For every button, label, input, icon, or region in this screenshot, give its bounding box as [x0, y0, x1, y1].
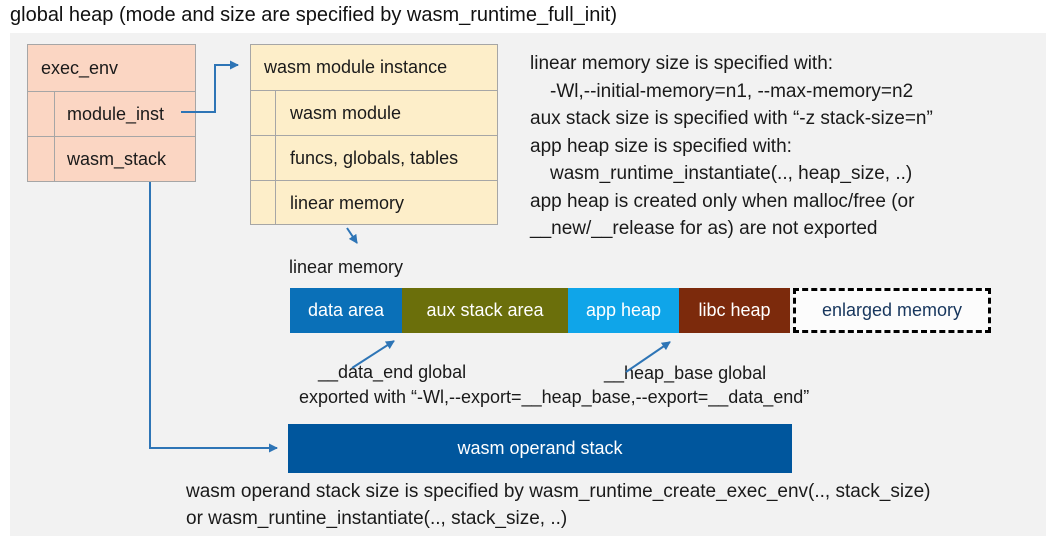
note-line: wasm operand stack size is specified by … — [186, 481, 931, 502]
exec-env-box: exec_env module_inst wasm_stack — [27, 44, 196, 182]
module-instance-box: wasm module instance wasm module funcs, … — [250, 44, 498, 225]
module-instance-row-wasm-module: wasm module — [251, 90, 497, 135]
module-instance-header: wasm module instance — [264, 57, 448, 77]
module-instance-divider — [275, 90, 276, 225]
note-line: aux stack size is specified with “-z sta… — [530, 108, 933, 129]
note-line: linear memory size is specified with: — [530, 53, 834, 74]
memory-segment-enlarged-memory: enlarged memory — [793, 288, 991, 333]
note-line: wasm_runtime_instantiate(.., heap_size, … — [550, 163, 913, 184]
note-line: -Wl,--initial-memory=n1, --max-memory=n2 — [550, 80, 914, 102]
module-instance-row-linear-memory: linear memory — [251, 180, 497, 225]
exec-env-divider — [54, 91, 55, 182]
linear-memory-label: linear memory — [289, 257, 404, 277]
diagram-title: global heap (mode and size are specified… — [10, 4, 617, 26]
exec-env-row-module-inst: module_inst — [28, 91, 195, 136]
exec-env-row-wasm-stack: wasm_stack — [28, 136, 195, 181]
note-line: app heap is created only when malloc/fre… — [530, 190, 915, 212]
heap-base-global-label: __heap_base global — [604, 363, 767, 383]
exported-with-label: exported with “-Wl,--export=__heap_base,… — [299, 387, 810, 407]
linear-memory-notes: linear memory size is specified with: -W… — [530, 50, 933, 243]
data-end-global-label: __data_end global — [318, 362, 467, 382]
note-line: __new/__release for as) are not exported — [530, 218, 878, 239]
operand-stack-notes: wasm operand stack size is specified by … — [186, 479, 931, 532]
memory-segment-libc-heap: libc heap — [679, 288, 790, 333]
module-instance-row-funcs-globals-tables: funcs, globals, tables — [251, 135, 497, 180]
note-line: app heap size is specified with: — [530, 135, 792, 157]
wasm-operand-stack-bar: wasm operand stack — [288, 424, 792, 473]
exec-env-header: exec_env — [41, 57, 119, 78]
memory-segment-aux-stack-area: aux stack area — [402, 288, 568, 333]
memory-segment-data-area: data area — [290, 288, 402, 333]
memory-segment-app-heap: app heap — [568, 288, 679, 333]
note-line: or wasm_runtine_instantiate(.., stack_si… — [186, 507, 568, 529]
